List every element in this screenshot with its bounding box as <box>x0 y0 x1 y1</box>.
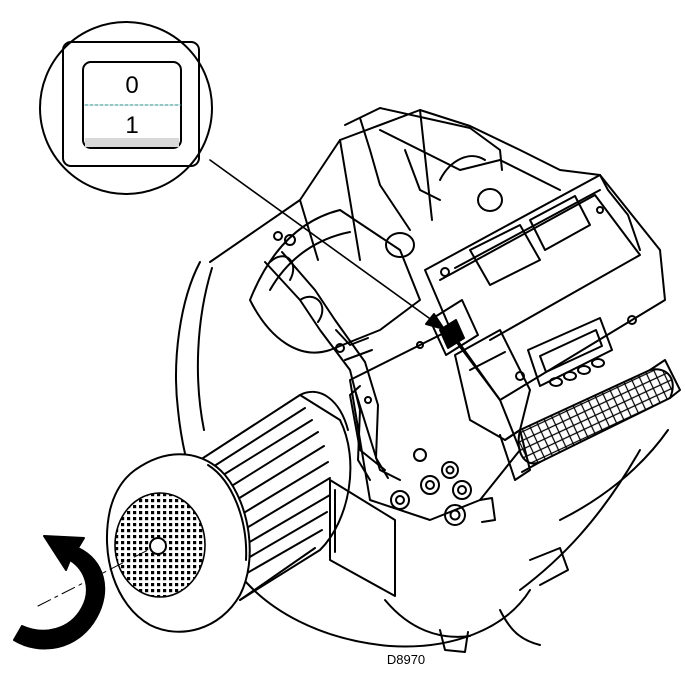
drawing-code: D8970 <box>387 652 425 667</box>
display-unit <box>527 317 613 387</box>
electric-motor <box>199 390 352 601</box>
supply-pipe <box>264 251 389 481</box>
terminal-strip <box>504 359 681 473</box>
power-switch-detail[interactable] <box>62 41 200 167</box>
switch-panel <box>429 299 531 481</box>
switch-label-off: 0 <box>125 72 138 99</box>
connection-plate <box>349 329 521 526</box>
motor-fan-cover <box>106 453 251 633</box>
blower-top <box>249 107 503 354</box>
rotation-arrow <box>13 535 106 650</box>
leader-line <box>209 159 445 330</box>
control-box <box>424 174 666 401</box>
switch-label-on: 1 <box>125 112 138 139</box>
burner-housing <box>175 109 669 653</box>
